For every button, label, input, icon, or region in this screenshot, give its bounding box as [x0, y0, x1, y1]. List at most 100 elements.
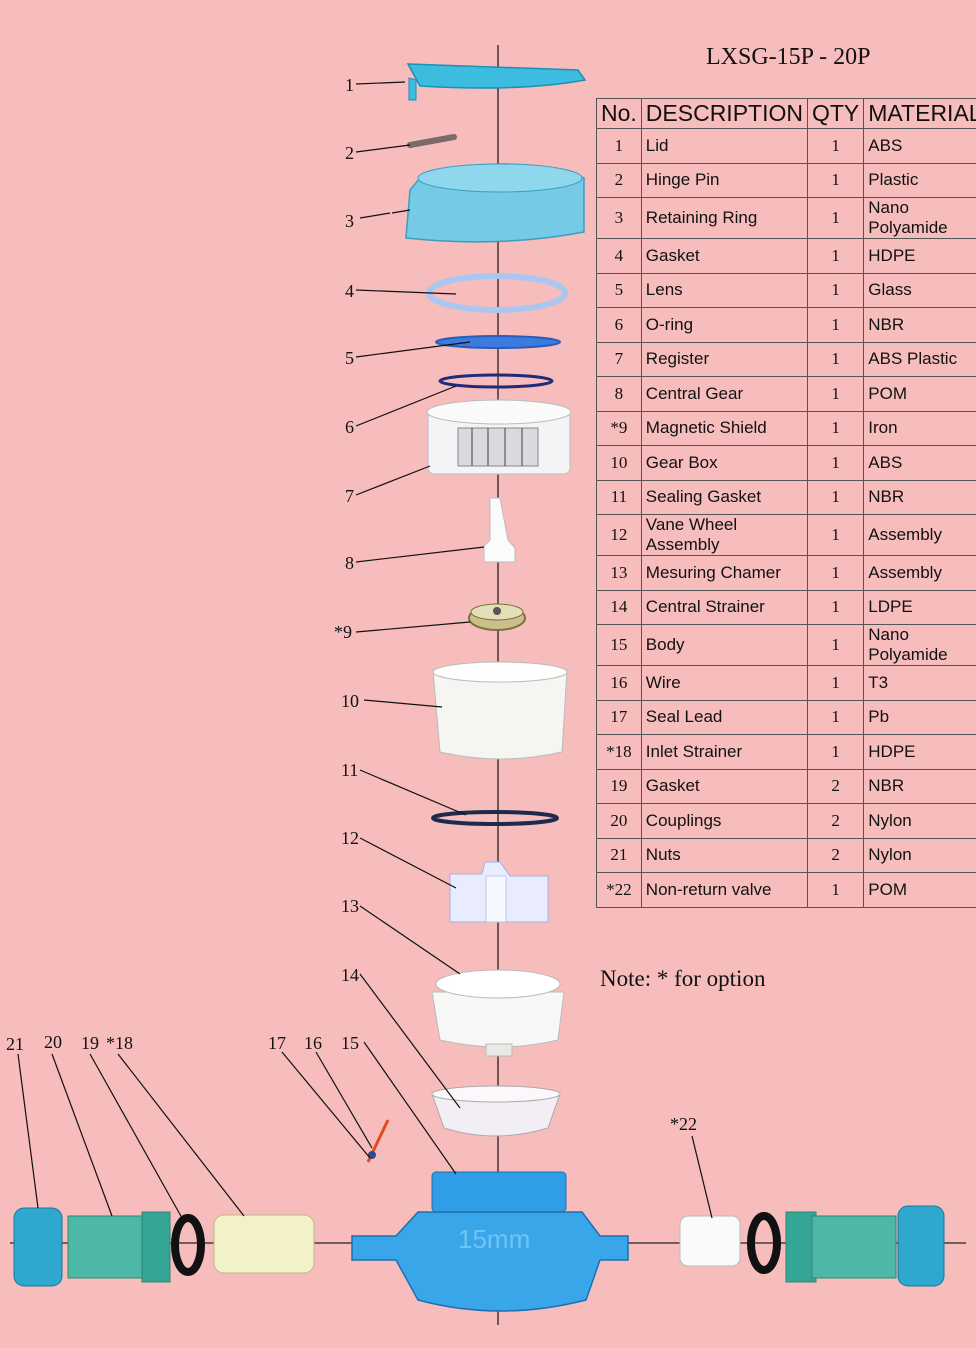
gasket-left-part [171, 1214, 205, 1276]
body-part: 15mm [351, 1171, 629, 1312]
row-description: Gasket [640, 238, 808, 274]
row-description: Magnetic Shield [640, 410, 808, 446]
row-material: ABS [863, 128, 976, 164]
header-material: MATERIAL [863, 98, 976, 129]
row-qty: 1 [806, 734, 865, 770]
callout-22: *22 [670, 1114, 697, 1134]
row-material: LDPE [863, 589, 976, 625]
lens-part [435, 335, 561, 349]
callout-5: 5 [345, 348, 354, 368]
callout-20: 20 [44, 1032, 62, 1052]
callout-8: 8 [345, 553, 354, 573]
row-no: 5 [596, 272, 642, 308]
row-description: Couplings [640, 803, 808, 839]
row-qty: 1 [806, 376, 865, 412]
callout-10: 10 [341, 691, 359, 711]
row-qty: 1 [806, 307, 865, 343]
row-qty: 1 [806, 445, 865, 481]
row-no: 10 [596, 445, 642, 481]
o-ring-part [438, 373, 554, 389]
callout-19: 19 [81, 1033, 99, 1053]
gasket-right-part [747, 1212, 781, 1274]
row-qty: 1 [806, 514, 865, 556]
row-no: 17 [596, 699, 642, 735]
non-return-valve-part [679, 1215, 741, 1267]
row-description: Seal Lead [640, 699, 808, 735]
row-qty: 2 [806, 837, 865, 873]
magnetic-shield-part [468, 603, 526, 631]
row-description: Retaining Ring [640, 197, 808, 239]
gasket-ring-part [426, 273, 568, 313]
row-no: 6 [596, 307, 642, 343]
row-material: Pb [863, 699, 976, 735]
row-no: *18 [596, 734, 642, 770]
row-material: Plastic [863, 162, 976, 198]
row-description: Mesuring Chamer [640, 555, 808, 591]
callout-7: 7 [345, 486, 354, 506]
row-qty: 2 [806, 803, 865, 839]
coupling-left-part [67, 1211, 171, 1283]
row-description: Nuts [640, 837, 808, 873]
callout-3: 3 [345, 211, 354, 231]
row-qty: 1 [806, 341, 865, 377]
header-qty: QTY [806, 98, 865, 129]
row-qty: 1 [806, 197, 865, 239]
coupling-right-part [785, 1211, 897, 1283]
callout-4: 4 [345, 281, 354, 301]
callout-1: 1 [345, 75, 354, 95]
row-description: Central Strainer [640, 589, 808, 625]
row-qty: 1 [806, 624, 865, 666]
row-description: Lens [640, 272, 808, 308]
row-description: Sealing Gasket [640, 479, 808, 515]
row-description: Vane Wheel Assembly [640, 514, 808, 556]
row-no: 20 [596, 803, 642, 839]
sealing-gasket-part [431, 810, 559, 826]
callout-13: 13 [341, 896, 359, 916]
row-description: Non-return valve [640, 872, 808, 908]
inlet-strainer-part [213, 1214, 315, 1274]
seal-wire-part [366, 1119, 390, 1163]
body-marking: 15mm [458, 1224, 530, 1254]
row-material: NBR [863, 307, 976, 343]
row-material: NBR [863, 768, 976, 804]
central-strainer-part [431, 1085, 561, 1137]
callout-2: 2 [345, 143, 354, 163]
callout-17: 17 [268, 1033, 286, 1053]
callouts: 1 2 3 4 5 *9 6 7 8 10 11 12 13 14 21 20 … [6, 75, 697, 1134]
row-no: 11 [596, 479, 642, 515]
measuring-chamber-part [431, 969, 565, 1057]
row-qty: 1 [806, 162, 865, 198]
callout-18: *18 [106, 1033, 133, 1053]
row-material: NBR [863, 479, 976, 515]
row-no: 19 [596, 768, 642, 804]
row-no: *22 [596, 872, 642, 908]
callout-11: 11 [341, 760, 358, 780]
hinge-pin-part [407, 134, 457, 148]
row-description: Hinge Pin [640, 162, 808, 198]
row-no: 1 [596, 128, 642, 164]
nut-right-part [897, 1205, 945, 1287]
row-material: HDPE [863, 238, 976, 274]
model-title: LXSG-15P - 20P [706, 44, 871, 70]
row-qty: 1 [806, 589, 865, 625]
row-no: 14 [596, 589, 642, 625]
row-description: Gasket [640, 768, 808, 804]
row-description: Central Gear [640, 376, 808, 412]
callout-14: 14 [341, 965, 359, 985]
row-no: 2 [596, 162, 642, 198]
header-description: DESCRIPTION [640, 98, 808, 129]
